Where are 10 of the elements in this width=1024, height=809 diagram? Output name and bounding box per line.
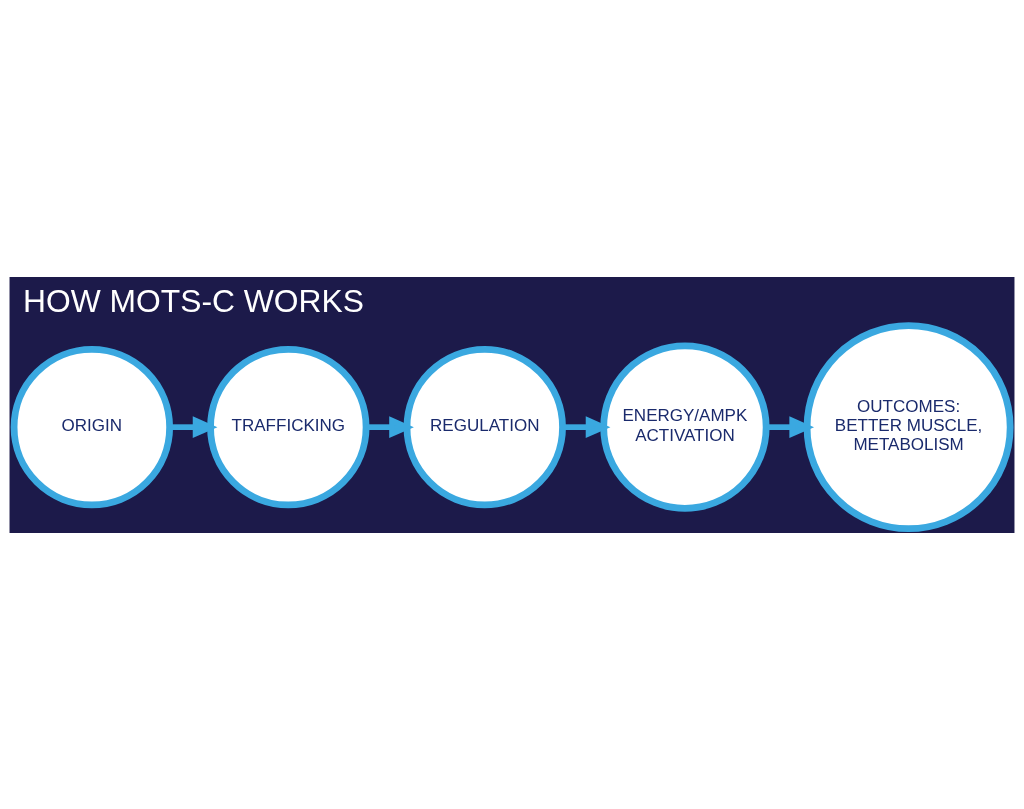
- node-circle: TRAFFICKING: [207, 345, 370, 508]
- node-circle: OUTCOMES: BETTER MUSCLE, METABOLISM: [803, 321, 1014, 532]
- arrow: [169, 415, 218, 438]
- node-circle: ORIGIN: [10, 345, 174, 508]
- arrow: [766, 415, 815, 438]
- arrow: [563, 415, 611, 438]
- node-circle: ENERGY/AMPK ACTIVATION: [600, 342, 770, 512]
- diagram-title: HOW MOTS-C WORKS: [23, 282, 364, 319]
- node-circle: REGULATION: [403, 345, 566, 508]
- arrow: [366, 415, 414, 438]
